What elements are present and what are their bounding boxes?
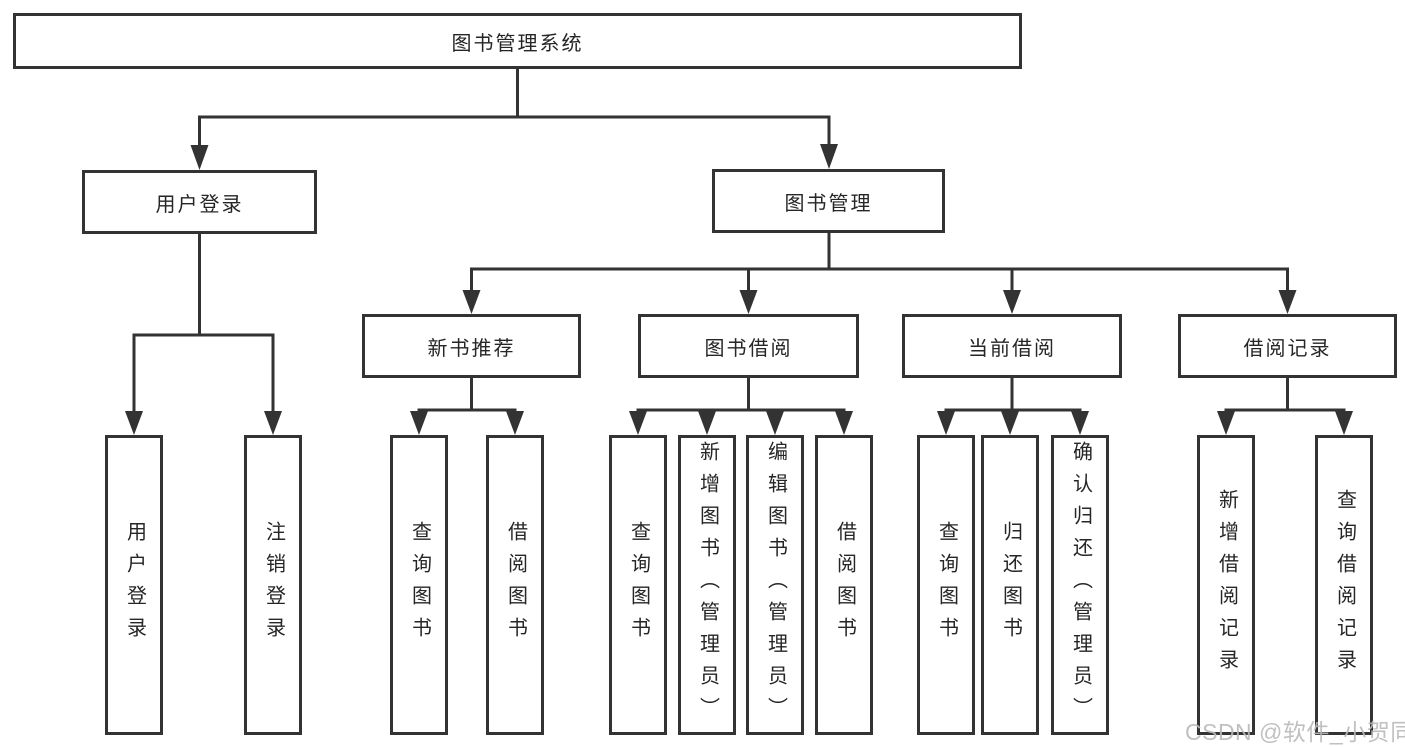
node-label: 图书管理	[784, 192, 873, 215]
node-label: 借阅记录	[1243, 337, 1332, 360]
connector-user-login-split	[125, 232, 282, 435]
node-library-management-system: 图书管理系统	[13, 13, 1022, 69]
watermark: CSDN @软件_小贺同学	[1185, 719, 1405, 745]
connector-current-borrow-split	[937, 376, 1089, 435]
leaf-query-books-current: 查询图书	[917, 435, 975, 735]
leaf-borrow-books-recommend: 借阅图书	[486, 435, 544, 735]
connector-borrow-records-split	[1217, 376, 1353, 435]
node-label: 图书管理系统	[451, 32, 584, 55]
node-label: 新增借阅记录	[1215, 489, 1238, 681]
node-label: 查询图书	[408, 521, 431, 649]
connector-book-management-split	[462, 231, 1297, 314]
node-label: 用户登录	[123, 521, 146, 649]
connector-new-book-split	[410, 376, 524, 435]
connector-book-borrow-split	[629, 376, 853, 435]
leaf-query-books-borrow: 查询图书	[609, 435, 667, 735]
connector-root-split	[190, 67, 838, 170]
node-borrow-records: 借阅记录	[1178, 314, 1397, 378]
leaf-return-book: 归还图书	[981, 435, 1039, 735]
node-label: 新书推荐	[427, 337, 516, 360]
node-label: 编辑图书（管理员）	[764, 441, 787, 729]
leaf-add-book-admin: 新增图书（管理员）	[678, 435, 736, 735]
leaf-add-borrow-record: 新增借阅记录	[1197, 435, 1255, 735]
node-new-book-recommend: 新书推荐	[362, 314, 581, 378]
leaf-confirm-return-admin: 确认归还（管理员）	[1051, 435, 1109, 735]
node-label: 查询借阅记录	[1333, 489, 1356, 681]
node-label: 注销登录	[262, 521, 285, 649]
node-book-borrow: 图书借阅	[638, 314, 859, 378]
leaf-logout: 注销登录	[244, 435, 302, 735]
node-label: 当前借阅	[968, 337, 1056, 360]
leaf-query-books-recommend: 查询图书	[390, 435, 448, 735]
leaf-query-borrow-record: 查询借阅记录	[1315, 435, 1373, 735]
node-user-login: 用户登录	[82, 170, 317, 234]
leaf-borrow-books: 借阅图书	[815, 435, 873, 735]
node-label: 用户登录	[155, 193, 244, 216]
node-label: 确认归还（管理员）	[1069, 441, 1092, 729]
node-label: 查询图书	[627, 521, 650, 649]
node-label: 借阅图书	[504, 521, 527, 649]
leaf-edit-book-admin: 编辑图书（管理员）	[746, 435, 804, 735]
node-label: 归还图书	[999, 521, 1022, 649]
node-label: 图书借阅	[704, 337, 793, 360]
node-current-borrow: 当前借阅	[902, 314, 1122, 378]
node-label: 借阅图书	[833, 521, 856, 649]
leaf-user-login: 用户登录	[105, 435, 163, 735]
node-label: 新增图书（管理员）	[696, 441, 719, 729]
node-label: 查询图书	[935, 521, 958, 649]
node-book-management: 图书管理	[712, 169, 945, 233]
